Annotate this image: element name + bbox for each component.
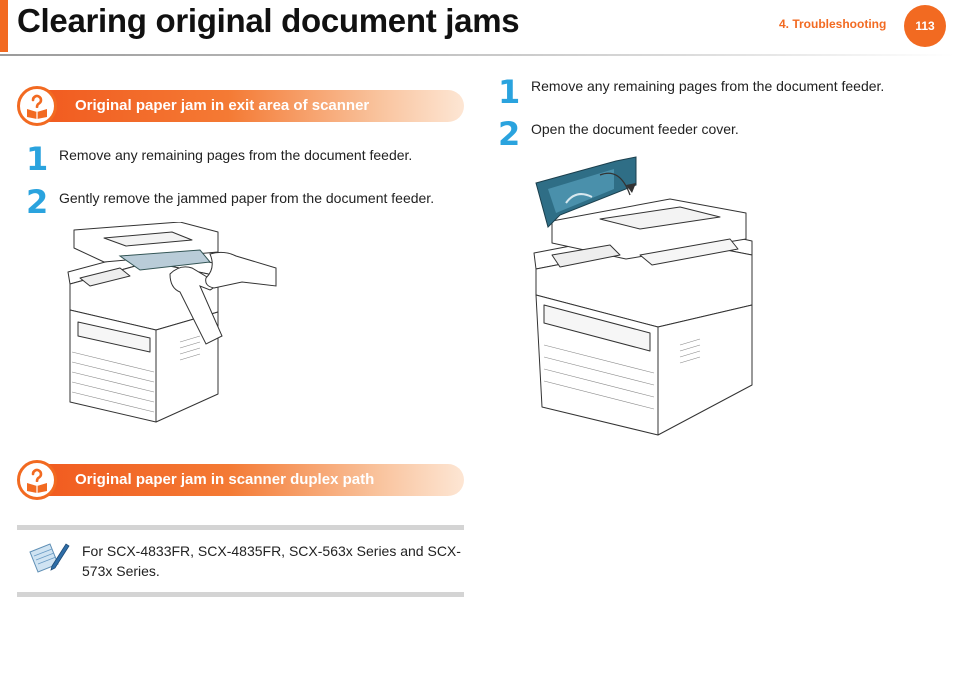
- step-number: 2: [26, 183, 49, 221]
- note-box: [17, 525, 464, 597]
- page-title: Clearing original document jams: [17, 2, 520, 39]
- header-divider: [0, 54, 954, 56]
- printer-jam-illustration: [67, 222, 277, 423]
- note-pen-icon: [29, 543, 70, 573]
- step-text: Open the document feeder cover.: [531, 121, 739, 137]
- page-number-badge: 113: [904, 5, 946, 47]
- help-book-icon: [17, 86, 57, 126]
- section-title: Original paper jam in scanner duplex pat…: [75, 471, 375, 488]
- step-text: Remove any remaining pages from the docu…: [59, 147, 413, 163]
- step-number: 2: [498, 115, 521, 153]
- header-accent-bar: [0, 0, 8, 52]
- breadcrumb[interactable]: 4. Troubleshooting: [779, 17, 887, 31]
- section-title: Original paper jam in exit area of scann…: [75, 97, 370, 114]
- note-text: For SCX-4833FR, SCX-4835FR, SCX-563x Ser…: [82, 543, 461, 579]
- help-book-icon: [17, 460, 57, 500]
- step-text: Remove any remaining pages from the docu…: [531, 78, 885, 94]
- step-number: 1: [498, 73, 521, 111]
- step-text: Gently remove the jammed paper from the …: [59, 190, 435, 206]
- section-header-exit-area: Original paper jam in exit area of scann…: [17, 86, 464, 126]
- step-number: 1: [26, 140, 49, 178]
- section-header-duplex-path: Original paper jam in scanner duplex pat…: [17, 460, 464, 500]
- printer-cover-open-illustration: [533, 156, 753, 436]
